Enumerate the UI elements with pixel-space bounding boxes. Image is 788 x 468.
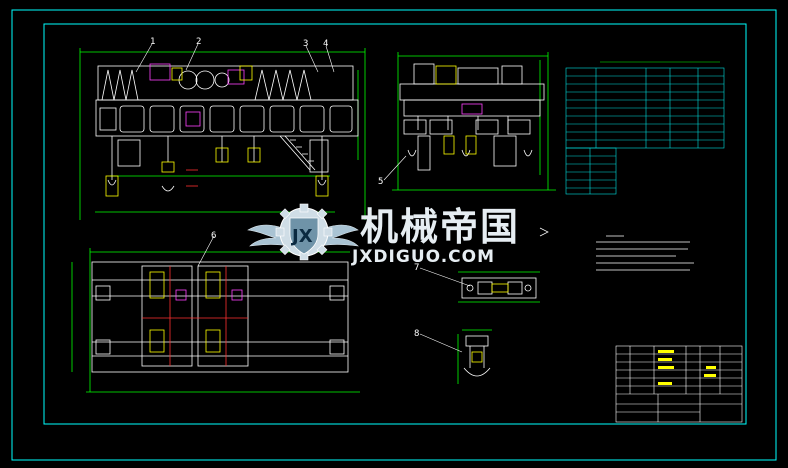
technical-notes [596, 235, 694, 271]
balloon-2: 2 [196, 37, 201, 47]
winged-gear-shield-icon: JX [247, 203, 359, 261]
section-arrow-icon [539, 227, 549, 237]
drawing-border [11, 9, 777, 461]
balloon-8: 8 [414, 329, 419, 339]
balloon-6: 6 [211, 231, 216, 241]
title-block-highlights [658, 350, 716, 385]
watermark: JX 机械帝国 JXDIGUO.COM [247, 203, 520, 267]
balloon-7: 7 [414, 263, 419, 273]
technical-spec-table [565, 61, 725, 195]
balloon-1: 1 [150, 37, 155, 47]
watermark-logo-letters: JX [290, 226, 313, 247]
callout-leaders [135, 43, 471, 353]
watermark-english: JXDIGUO.COM [351, 247, 495, 267]
balloon-5: 5 [378, 177, 383, 187]
balloon-4: 4 [323, 39, 328, 49]
detail-7-view [458, 271, 540, 303]
side-elevation-view [392, 52, 556, 191]
front-elevation-view [79, 48, 366, 220]
plan-view [71, 248, 360, 393]
title-block [615, 345, 743, 423]
watermark-chinese: 机械帝国 [360, 205, 520, 249]
balloon-3: 3 [303, 39, 308, 49]
detail-8-view [457, 329, 492, 384]
